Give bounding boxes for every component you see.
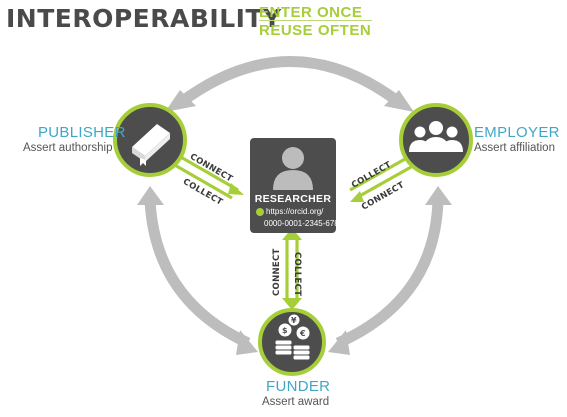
employer-node <box>399 103 473 177</box>
cycle-head-left-up <box>137 186 164 205</box>
green-arrow-right-b <box>355 160 421 200</box>
orcid-icon <box>256 208 264 216</box>
book-icon <box>132 124 170 166</box>
euro-symbol: € <box>299 329 306 338</box>
publisher-node <box>113 103 187 177</box>
green-head-right-2 <box>350 191 364 202</box>
researcher-label: RESEARCHER <box>254 193 332 205</box>
researcher-avatar-head <box>282 147 304 169</box>
funder-role: FUNDER <box>266 378 331 395</box>
publisher-role: PUBLISHER <box>38 124 126 141</box>
researcher-avatar-body <box>273 170 313 190</box>
cycle-arrow-top <box>176 56 404 108</box>
dollar-symbol: $ <box>282 326 288 335</box>
yen-symbol: ¥ <box>291 316 297 325</box>
tagline-enter-once: ENTER ONCE <box>259 4 363 21</box>
green-head-bottom-2 <box>282 298 302 310</box>
cycle-head-left-down <box>236 330 258 355</box>
bottom-collect-label: COLLECT <box>292 252 302 297</box>
cycle-head-right-down <box>328 330 350 355</box>
cycle-arrow-right <box>335 199 444 349</box>
bottom-connect-label: CONNECT <box>272 248 282 296</box>
cycle-head-top-left <box>165 90 196 112</box>
employer-action: Assert affiliation <box>474 142 555 154</box>
green-arrow-left-b <box>165 158 233 200</box>
funder-node: $ € ¥ <box>258 308 326 376</box>
cycle-arrow-left <box>144 199 251 348</box>
publisher-action: Assert authorship <box>23 142 113 154</box>
cycle-head-right-up <box>425 186 452 205</box>
cycle-head-top-right <box>384 90 414 112</box>
tagline-reuse-often: REUSE OFTEN <box>259 22 372 39</box>
green-arrow-right-a <box>349 152 415 192</box>
researcher-card <box>250 138 336 233</box>
coins-icon <box>274 313 311 361</box>
tagline-divider <box>259 20 372 21</box>
people-icon <box>409 121 463 152</box>
green-arrow-left-a <box>171 150 239 192</box>
funder-action: Assert award <box>262 396 330 408</box>
researcher-orcid-id: 0000-0001-2345-6789 <box>264 219 344 228</box>
green-head-left-1 <box>228 183 244 195</box>
employer-role: EMPLOYER <box>474 124 560 141</box>
diagram-title: INTEROPERABILITY <box>6 4 282 33</box>
researcher-orcid-url: https://orcid.org/ <box>266 207 324 216</box>
green-head-bottom-1 <box>282 228 302 240</box>
